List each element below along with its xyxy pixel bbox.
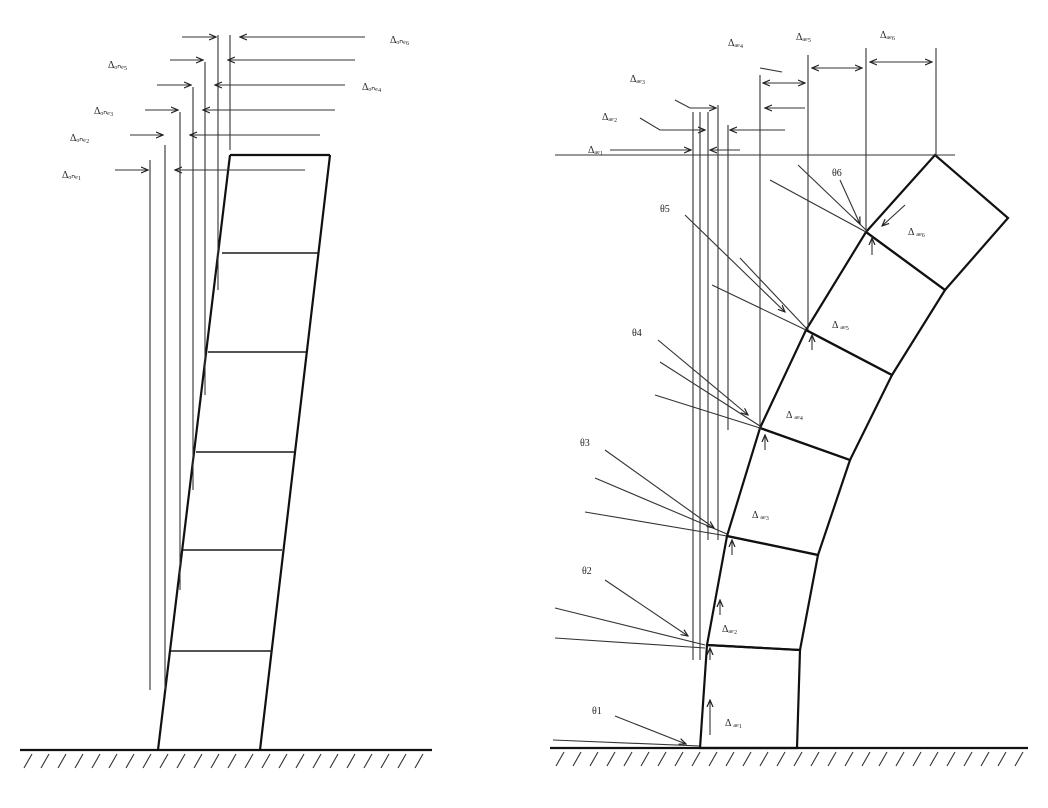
ground-hatch-mark (691, 751, 701, 767)
left-drift-arrows (115, 37, 365, 170)
ground-hatch-mark (278, 753, 288, 769)
left-drift-label-4: Δₒₙₑ₄ (362, 82, 382, 93)
left-reference-lines (149, 35, 231, 690)
ground-hatch-mark (742, 751, 752, 767)
ground-hatch-mark (414, 753, 424, 769)
ground-hatch-mark (312, 753, 322, 769)
right-story-label-5: Δ ₐₑ₅ (832, 320, 849, 331)
right-story-label-3: Δ ₐₑ₃ (752, 510, 769, 521)
right-story-label-6: Δ ₐₑ₆ (908, 227, 926, 238)
ground-hatch-mark (674, 751, 684, 767)
ground-hatch-mark (176, 753, 186, 769)
ground-hatch-mark (878, 751, 888, 767)
right-angle-label-5: θ5 (660, 204, 670, 215)
ground-hatch-mark (963, 751, 973, 767)
ground-hatch-mark (725, 751, 735, 767)
right-story-arrows (710, 204, 906, 735)
ground-hatch-mark (40, 753, 50, 769)
left-frame (156, 153, 332, 751)
right-top-arrows (610, 62, 932, 150)
ground-hatch-mark (159, 753, 169, 769)
ground-hatch-mark (261, 753, 271, 769)
ground-hatch-mark (193, 753, 203, 769)
ground-hatch-mark (844, 751, 854, 767)
right-top-label-5: Δₐₑ₅ (796, 32, 811, 43)
right-angle-label-2: θ2 (582, 566, 592, 577)
ground-hatch-mark (397, 753, 407, 769)
left-drift-label-3: Δₒₙₑ₃ (94, 106, 113, 117)
ground-hatch-mark (912, 751, 922, 767)
ground-hatch-mark (810, 751, 820, 767)
right-top-label-4: Δₐₑ₄ (728, 38, 744, 49)
right-angle-leaders (604, 179, 860, 744)
ground-hatch-mark (572, 751, 582, 767)
ground-hatch-mark (640, 751, 650, 767)
ground-hatch-mark (57, 753, 67, 769)
ground-hatch-mark (589, 751, 599, 767)
left-diagram: Δₒₙₑ₁ Δₒₙₑ₂ Δₒₙₑ₃ Δₒₙₑ₄ Δₒₙₑ₅ Δₒₙₑ₆ (20, 35, 432, 769)
ground-hatch-mark (363, 753, 373, 769)
ground-hatch-mark (895, 751, 905, 767)
right-angle-label-4: θ4 (632, 328, 642, 339)
ground-hatch-mark (142, 753, 152, 769)
ground-hatch-mark (827, 751, 837, 767)
right-top-label-3: Δₐₑ₃ (630, 74, 645, 85)
right-diagram: Δₐₑ₁ Δₐₑ₂ Δₐₑ₃ Δₐₑ₄ Δₐₑ₅ Δₐₑ₆ Δ ₐₑ₁ Δₐₑ₂… (550, 30, 1028, 767)
ground-hatch-mark (776, 751, 786, 767)
ground-hatch-mark (210, 753, 220, 769)
ground-hatch-mark (793, 751, 803, 767)
left-drift-label-5: Δₒₙₑ₅ (108, 60, 127, 71)
ground-hatch-mark (980, 751, 990, 767)
ground-hatch-mark (74, 753, 84, 769)
right-ground (550, 746, 1028, 767)
ground-hatch-mark (227, 753, 237, 769)
right-story-label-2: Δₐₑ₂ (722, 624, 737, 635)
right-angle-label-1: θ1 (592, 706, 602, 717)
ground-hatch-mark (346, 753, 356, 769)
ground-hatch-mark (23, 753, 33, 769)
right-angle-label-6: θ6 (832, 168, 842, 179)
left-drift-label-1: Δₒₙₑ₁ (62, 170, 81, 181)
ground-hatch-mark (929, 751, 939, 767)
ground-hatch-mark (657, 751, 667, 767)
ground-hatch-mark (861, 751, 871, 767)
ground-hatch-mark (997, 751, 1007, 767)
right-frame (698, 153, 1010, 750)
ground-hatch-mark (623, 751, 633, 767)
right-top-label-1: Δₐₑ₁ (588, 145, 603, 156)
ground-hatch-mark (555, 751, 565, 767)
ground-hatch-mark (380, 753, 390, 769)
left-ground (20, 748, 432, 769)
right-story-label-1: Δ ₐₑ₁ (725, 718, 742, 729)
ground-hatch-mark (946, 751, 956, 767)
ground-hatch-mark (708, 751, 718, 767)
right-reference-lines (555, 48, 955, 660)
ground-hatch-mark (125, 753, 135, 769)
ground-hatch-mark (295, 753, 305, 769)
ground-hatch-mark (759, 751, 769, 767)
ground-hatch-mark (329, 753, 339, 769)
right-story-label-4: Δ ₐₑ₄ (786, 410, 804, 421)
right-top-label-2: Δₐₑ₂ (602, 112, 617, 123)
right-rotation-lines (552, 164, 867, 747)
ground-hatch-mark (1014, 751, 1024, 767)
right-top-label-6: Δₐₑ₆ (880, 30, 896, 41)
left-drift-label-2: Δₒₙₑ₂ (70, 133, 89, 144)
ground-hatch-mark (91, 753, 101, 769)
ground-hatch-mark (606, 751, 616, 767)
left-drift-label-6: Δₒₙₑ₆ (390, 35, 410, 46)
ground-hatch-mark (244, 753, 254, 769)
right-angle-label-3: θ3 (580, 438, 590, 449)
ground-hatch-mark (108, 753, 118, 769)
